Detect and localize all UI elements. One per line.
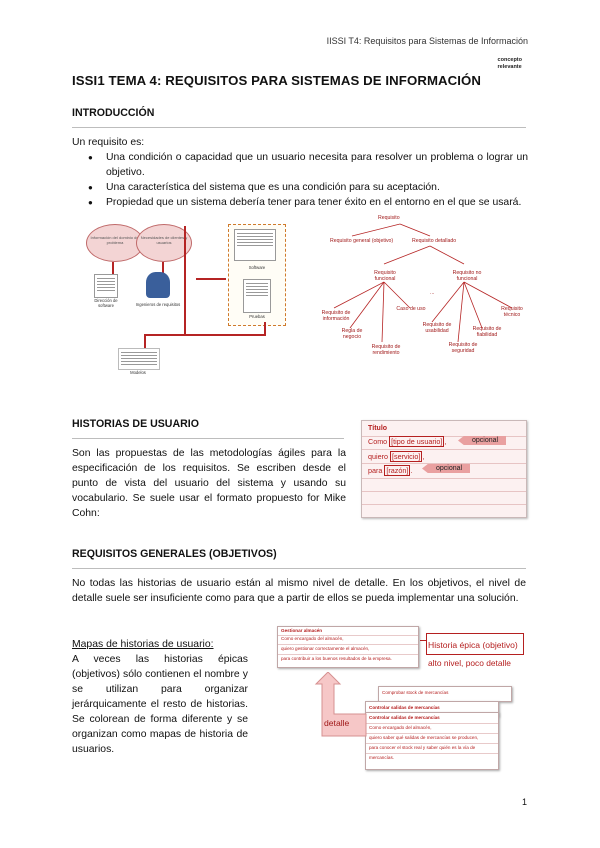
margin-tag: concepto relevante — [497, 57, 522, 70]
page-title: ISSI1 TEMA 4: REQUISITOS PARA SISTEMAS D… — [72, 73, 482, 88]
divider — [72, 568, 526, 569]
card-rule — [366, 733, 498, 734]
card-rule — [278, 644, 418, 645]
story-card: Controlar salidas de mercancías Como enc… — [365, 712, 499, 770]
tree-node: Requisito de fiabilidad — [472, 326, 502, 338]
software-box: Software Pruebas — [228, 224, 286, 326]
epic-label: Historia épica (objetivo) — [428, 640, 518, 650]
cloud-shape: Necesidades de clientes y usuarios — [136, 224, 192, 262]
caption: Software — [248, 265, 266, 270]
tree-node: Requisito general (objetivo) — [330, 238, 394, 244]
intro-bullet-list: Una condición o capacidad que un usuario… — [72, 150, 528, 210]
section-heading-intro: INTRODUCCIÓN — [72, 107, 155, 119]
arrow — [112, 262, 114, 276]
tree-node: Requisito funcional — [374, 270, 396, 282]
optional-arrow: opcional — [458, 436, 507, 445]
tree-node: Requisito de usabilidad — [422, 322, 452, 334]
story-card: Comprobar stock de mercancías — [378, 686, 512, 702]
section-heading-stories: HISTORIAS DE USUARIO — [72, 418, 199, 430]
card-rule — [278, 654, 418, 655]
card-rule — [362, 463, 526, 464]
divider — [72, 127, 526, 128]
connector — [144, 334, 186, 336]
requirements-process-figure: Información del dominio del problema Nec… — [86, 222, 298, 382]
card-rule — [366, 723, 498, 724]
general-paragraph: No todas las historias de usuario están … — [72, 578, 526, 604]
arrow — [196, 278, 226, 280]
arrow — [264, 322, 266, 336]
tree-node: Caso de uso — [396, 306, 426, 312]
caption: Modelos — [130, 370, 146, 375]
card-rule — [278, 635, 418, 636]
card-title: Título — [368, 425, 388, 432]
tree-node: Requisito de rendimiento — [371, 344, 401, 356]
card-rule — [362, 449, 526, 450]
divider — [72, 438, 344, 439]
card-rule — [362, 436, 526, 437]
list-item: Una condición o capacidad que un usuario… — [72, 150, 528, 180]
requirements-tree-lines — [333, 223, 513, 343]
detail-label: detalle — [324, 718, 350, 728]
detail-arrow — [314, 672, 367, 737]
card-rule — [362, 478, 526, 479]
list-item: Propiedad que un sistema debería tener p… — [72, 195, 528, 210]
list-item: Una característica del sistema que es un… — [72, 180, 528, 195]
section-heading-general: REQUISITOS GENERALES (OBJETIVOS) — [72, 548, 277, 560]
caption: Pruebas — [249, 314, 265, 319]
tree-node: Requisito de seguridad — [448, 342, 478, 354]
card-line-2: quiero [servicio], — [368, 451, 425, 462]
connector — [184, 334, 264, 336]
card-rule — [366, 743, 498, 744]
epic-story-card: Gestionar almacén Como encargado del alm… — [277, 626, 419, 668]
cloud-shape: Información del dominio del problema — [86, 224, 144, 262]
stories-paragraph: Son las propuestas de las metodologías á… — [72, 448, 346, 519]
tree-node: Regla de negocio — [341, 328, 363, 340]
arrow — [162, 262, 164, 276]
tree-node: Requisito de información — [321, 310, 351, 322]
level-label: alto nivel, poco detalle — [428, 658, 511, 668]
engineer-icon — [146, 272, 170, 298]
caption: Dirección de software — [94, 298, 118, 308]
optional-arrow: opcional — [422, 464, 471, 473]
story-map-paragraph: A veces las historias épicas (objetivos)… — [72, 654, 248, 755]
card-rule — [362, 504, 526, 505]
page-number: 1 — [521, 797, 527, 807]
story-map-subheading: Mapas de historias de usuario: — [72, 639, 214, 650]
intro-lead: Un requisito es: — [72, 137, 145, 148]
tests-icon — [243, 279, 271, 313]
tree-node: Requisito técnico — [501, 306, 523, 318]
card-rule — [362, 491, 526, 492]
card-line-1: Como [tipo de usuario], — [368, 436, 447, 447]
running-header: IISSI T4: Requisitos para Sistemas de In… — [326, 36, 528, 46]
tree-node: Requisito no funcional — [452, 270, 482, 282]
epic-label-frame — [426, 633, 524, 655]
connector — [184, 226, 186, 336]
card-line-3: para [razón]. — [368, 465, 413, 476]
card-rule — [366, 753, 498, 754]
document-icon — [94, 274, 118, 298]
models-diagram-icon — [118, 348, 160, 370]
spec-document-icon — [234, 229, 276, 261]
tree-node-root: Requisito — [378, 215, 400, 221]
tree-node: Requisito detallado — [412, 238, 457, 244]
connector — [420, 640, 426, 641]
connector — [144, 334, 146, 348]
tree-ellipsis: ... — [430, 290, 435, 296]
user-story-card: Título Como [tipo de usuario], quiero [s… — [361, 420, 527, 518]
caption: Ingenieros de requisitos — [135, 302, 181, 307]
